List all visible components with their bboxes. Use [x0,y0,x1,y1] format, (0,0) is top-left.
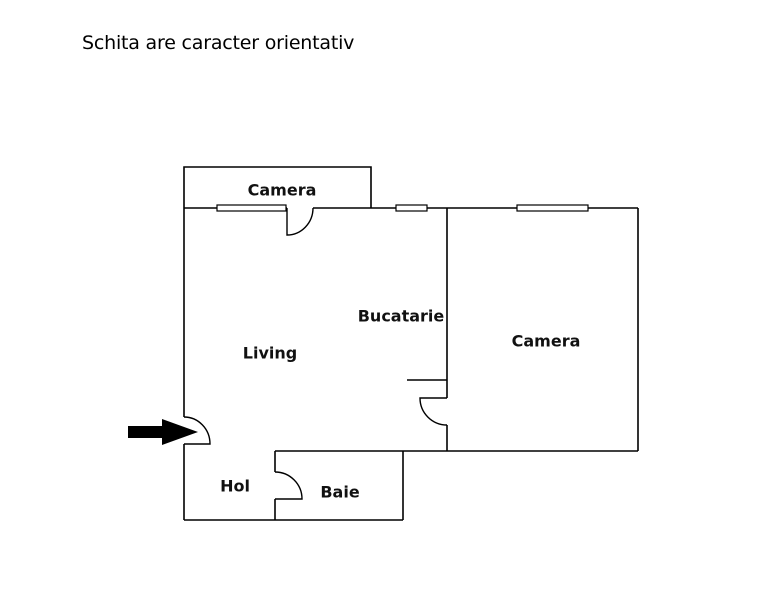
door-camera-top [286,207,314,236]
window [216,204,287,212]
room-label-hol: Hol [220,476,250,496]
wall-camera-top [183,166,372,208]
door-camera-right [419,397,448,426]
room-label-camera-top: Camera [247,180,317,200]
door-entrance [183,416,211,445]
room-label-baie: Baie [320,482,360,502]
diagram-title: Schita are caracter orientativ [82,32,355,54]
window [516,204,589,212]
room-label-living: Living [242,343,298,363]
window [395,204,428,212]
room-label-bucatarie: Bucatarie [357,306,445,326]
entrance-arrow-icon [128,419,198,445]
door-baie [274,471,303,500]
room-label-camera-right: Camera [511,331,581,351]
